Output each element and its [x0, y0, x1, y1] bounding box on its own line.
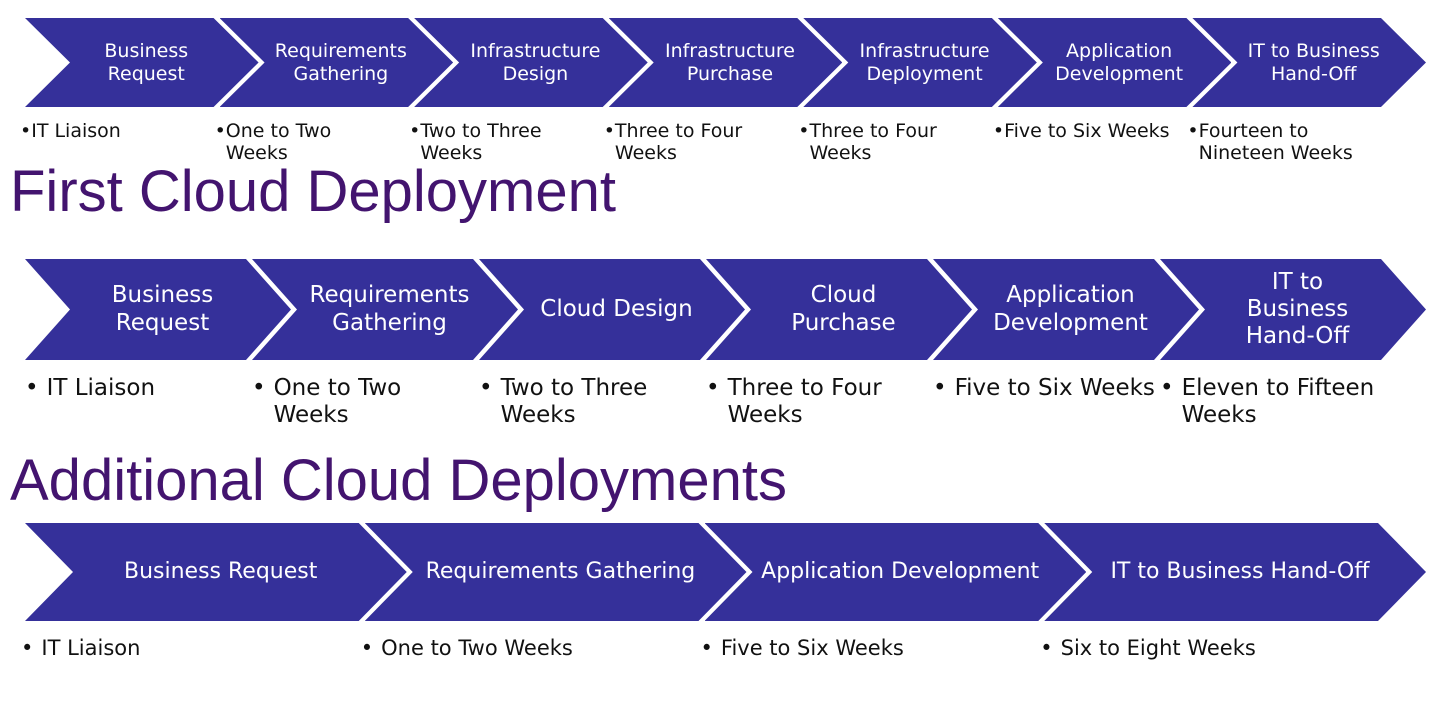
step-label: IT to Business Hand-Off — [1110, 559, 1370, 585]
step-duration: • One to Two Weeks — [361, 636, 711, 661]
step-chevron — [704, 523, 1087, 621]
step-label: Infrastructure Purchase — [664, 40, 795, 85]
step-duration: • Six to Eight Weeks — [1040, 636, 1390, 661]
step-label: Requirements Gathering — [425, 559, 696, 585]
duration-text: IT Liaison — [31, 120, 121, 142]
bullet-icon: • — [706, 375, 720, 401]
duration-text: Five to Six Weeks — [1004, 120, 1170, 142]
duration-text: One to Two Weeks — [273, 375, 402, 429]
duration-text: One to Two Weeks — [381, 636, 573, 660]
step-duration: •Three to Four Weeks — [604, 120, 809, 165]
duration-text: One to Two Weeks — [225, 120, 332, 165]
bullet-icon: • — [700, 636, 713, 660]
step-chevron — [364, 523, 747, 621]
step-label: Application Development — [1055, 40, 1184, 85]
process-step: IT to Business Hand-Off — [1160, 259, 1426, 360]
duration-text: Eleven to Fifteen Weeks — [1181, 375, 1375, 429]
bullet-icon: • — [1040, 636, 1053, 660]
process-step: Infrastructure Deployment — [803, 18, 1037, 107]
duration-text: Fourteen to Nineteen Weeks — [1198, 120, 1353, 165]
process-step: Business Request — [25, 259, 291, 360]
step-label: Requirements Gathering — [274, 40, 407, 85]
bullet-icon: • — [798, 120, 810, 142]
process-step: Requirements Gathering — [364, 523, 747, 621]
step-label: Business Request — [104, 40, 189, 85]
bullet-icon: • — [214, 120, 226, 142]
bullet-icon: • — [25, 375, 39, 401]
process-step: IT to Business Hand-Off — [1192, 18, 1426, 107]
bullet-icon: • — [20, 120, 32, 142]
step-duration: • Eleven to Fifteen Weeks — [1160, 375, 1397, 429]
bullet-icon: • — [933, 375, 947, 401]
section-heading: Additional Cloud Deployments — [10, 448, 787, 513]
process-step: Cloud Purchase — [706, 259, 972, 360]
duration-text: Six to Eight Weeks — [1060, 636, 1256, 660]
step-label: Application Development — [761, 559, 1040, 585]
step-duration: • IT Liaison — [21, 636, 371, 661]
section-heading: First Cloud Deployment — [10, 159, 616, 224]
step-duration: • One to Two Weeks — [252, 375, 489, 429]
step-duration: • Three to Four Weeks — [706, 375, 943, 429]
process-step: Requirements Gathering — [219, 18, 454, 107]
process-step: Application Development — [933, 259, 1199, 360]
process-step: Application Development — [997, 18, 1232, 107]
process-step: Business Request — [25, 18, 259, 107]
step-duration: •Two to Three Weeks — [409, 120, 614, 165]
step-duration: • Five to Six Weeks — [701, 636, 1051, 661]
bullet-icon: • — [360, 636, 374, 660]
step-label: Cloud Purchase — [791, 282, 896, 336]
step-label: Business Request — [111, 282, 214, 336]
step-label: Infrastructure Deployment — [859, 40, 990, 85]
process-step: Infrastructure Purchase — [608, 18, 843, 107]
duration-text: Three to Four Weeks — [809, 120, 937, 165]
bullet-icon: • — [603, 120, 615, 142]
step-label: Business Request — [123, 559, 318, 585]
step-label: IT to Business Hand-Off — [1247, 40, 1380, 85]
step-chevron — [1044, 523, 1426, 621]
process-step: IT to Business Hand-Off — [1044, 523, 1426, 621]
step-label: Application Development — [993, 282, 1148, 336]
duration-text: Five to Six Weeks — [720, 636, 904, 660]
bullet-icon: • — [252, 375, 266, 401]
bullet-icon: • — [1160, 375, 1174, 401]
step-duration: • Five to Six Weeks — [933, 375, 1170, 402]
step-label: IT to Business Hand-Off — [1245, 268, 1350, 350]
step-duration: • IT Liaison — [25, 375, 262, 402]
duration-text: IT Liaison — [46, 375, 156, 401]
duration-text: Two to Three Weeks — [500, 375, 648, 429]
duration-text: IT Liaison — [41, 636, 141, 660]
duration-text: Five to Six Weeks — [954, 375, 1155, 401]
step-duration: •One to Two Weeks — [215, 120, 420, 165]
bullet-icon: • — [409, 120, 421, 142]
step-duration: •Fourteen to Nineteen Weeks — [1187, 120, 1392, 165]
process-step: Cloud Design — [479, 259, 745, 360]
process-step: Application Development — [704, 523, 1087, 621]
step-chevron — [25, 523, 407, 621]
process-step: Requirements Gathering — [252, 259, 518, 360]
duration-text: Two to Three Weeks — [420, 120, 542, 165]
step-duration: • Two to Three Weeks — [479, 375, 716, 429]
bullet-icon: • — [479, 375, 493, 401]
bullet-icon: • — [1187, 120, 1199, 142]
step-duration: •Five to Six Weeks — [993, 120, 1198, 142]
process-step: Infrastructure Design — [414, 18, 648, 107]
step-duration: •Three to Four Weeks — [798, 120, 1003, 165]
bullet-icon: • — [21, 636, 34, 660]
bullet-icon: • — [992, 120, 1005, 142]
step-duration: •IT Liaison — [20, 120, 225, 142]
step-label: Infrastructure Design — [470, 40, 601, 85]
step-label: Requirements Gathering — [309, 282, 470, 336]
duration-text: Three to Four Weeks — [614, 120, 743, 165]
process-step: Business Request — [25, 523, 407, 621]
step-label: Cloud Design — [540, 295, 693, 322]
duration-text: Three to Four Weeks — [727, 375, 882, 429]
